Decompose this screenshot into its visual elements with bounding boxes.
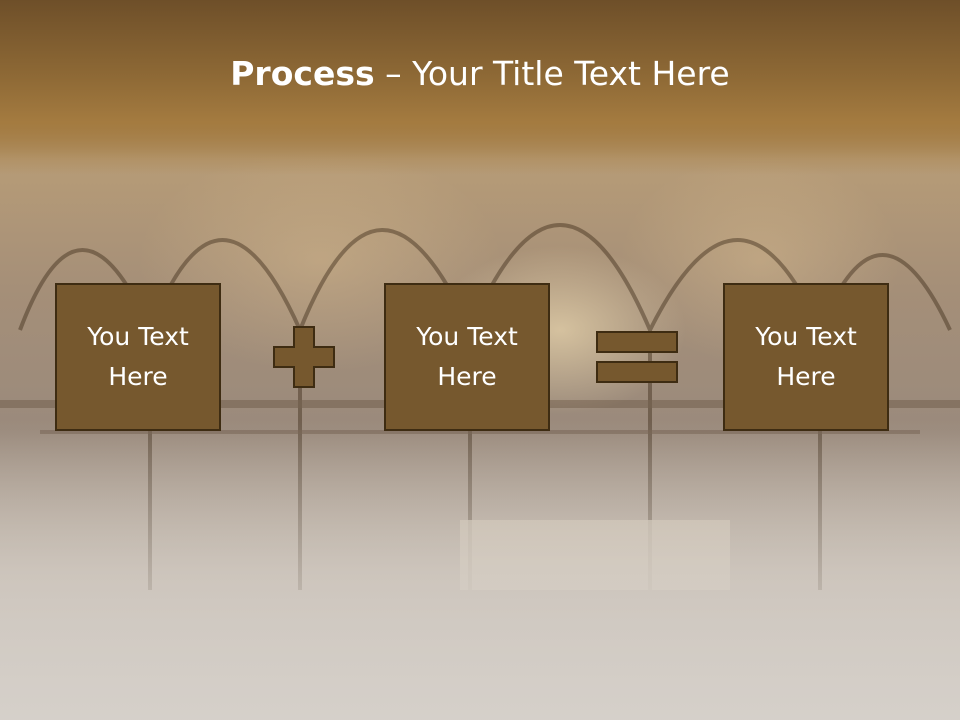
plus-icon: [273, 326, 335, 388]
process-box-3-text: You Text Here: [755, 322, 857, 391]
header-band: [0, 0, 960, 175]
process-box-3[interactable]: You Text Here: [723, 283, 889, 431]
equals-icon: [596, 331, 678, 383]
slide-title: Process – Your Title Text Here: [0, 52, 960, 96]
title-rest-part: – Your Title Text Here: [374, 54, 730, 93]
process-box-1-text: You Text Here: [87, 322, 189, 391]
background-fade: [0, 420, 960, 720]
process-box-2[interactable]: You Text Here: [384, 283, 550, 431]
process-box-1[interactable]: You Text Here: [55, 283, 221, 431]
process-box-2-text: You Text Here: [416, 322, 518, 391]
title-bold-part: Process: [230, 54, 375, 93]
